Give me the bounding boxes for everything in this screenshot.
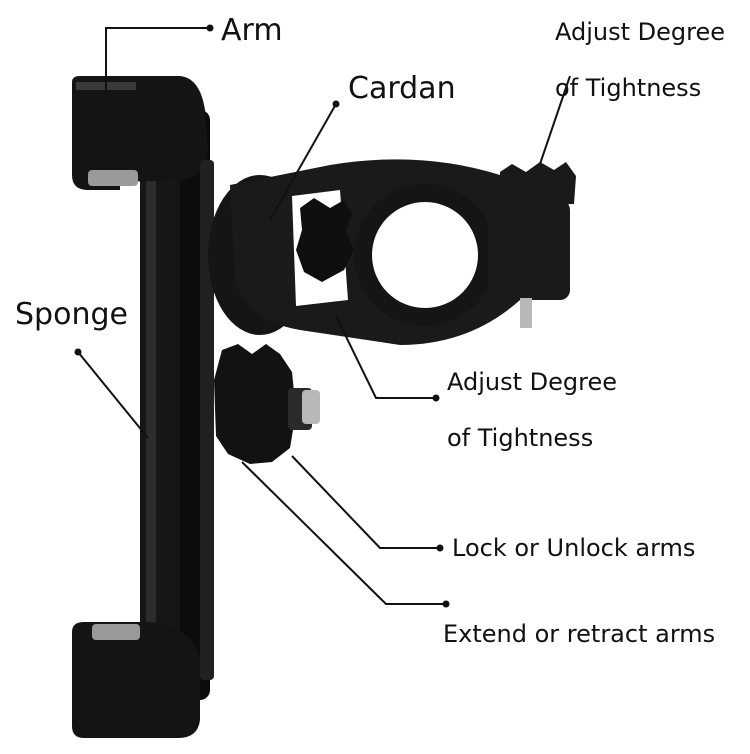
leader-lock-unlock xyxy=(291,455,440,549)
leader-dots xyxy=(74,24,450,608)
leader-cardan xyxy=(269,103,337,221)
leader-dot xyxy=(432,394,440,402)
label-adjust-mid: Adjust Degree of Tightness xyxy=(447,370,617,450)
lock-knob-bolt xyxy=(302,390,320,424)
leader-dot xyxy=(436,544,444,552)
label-sponge: Sponge xyxy=(15,297,128,332)
label-adjust-top: Adjust Degree of Tightness xyxy=(555,20,725,100)
arm-lock-knob-assembly xyxy=(214,344,320,464)
label-arm: Arm xyxy=(221,13,283,48)
label-lock-unlock: Lock or Unlock arms xyxy=(452,534,696,562)
leader-lines xyxy=(77,27,571,605)
leader-dot xyxy=(206,24,214,32)
leader-adjust-mid xyxy=(335,315,436,399)
leader-arm xyxy=(105,27,210,94)
leader-adjust-top xyxy=(539,75,571,165)
leader-sponge xyxy=(77,351,149,439)
phone-holder-frame xyxy=(72,76,214,738)
arm-top xyxy=(72,76,208,190)
leader-dot xyxy=(74,348,82,356)
label-adjust-mid-line1: Adjust Degree xyxy=(447,368,618,396)
arm-bottom xyxy=(72,622,200,738)
label-extend-retract: Extend or retract arms xyxy=(443,620,716,648)
tightness-knob-top xyxy=(500,162,576,206)
clamp-bolt xyxy=(520,298,532,328)
clamp-ring xyxy=(354,184,496,326)
side-strip xyxy=(200,160,214,680)
sponge-pad-top xyxy=(88,170,138,186)
arm-lock-knob xyxy=(214,344,296,464)
leader-dot xyxy=(332,100,340,108)
label-adjust-top-line2: of Tightness xyxy=(555,74,702,102)
sponge-pad-bottom xyxy=(92,624,140,640)
leader-extend-retract xyxy=(241,461,446,605)
cardan-assembly xyxy=(208,159,576,345)
label-cardan: Cardan xyxy=(348,71,456,106)
main-bar-highlight xyxy=(146,160,156,710)
clamp-ring-opening xyxy=(363,193,487,317)
clamp-block xyxy=(488,200,570,300)
label-adjust-top-line1: Adjust Degree xyxy=(555,18,726,46)
tightness-knob-cardan xyxy=(296,198,354,282)
label-adjust-mid-line2: of Tightness xyxy=(447,424,594,452)
leader-dot xyxy=(442,600,450,608)
